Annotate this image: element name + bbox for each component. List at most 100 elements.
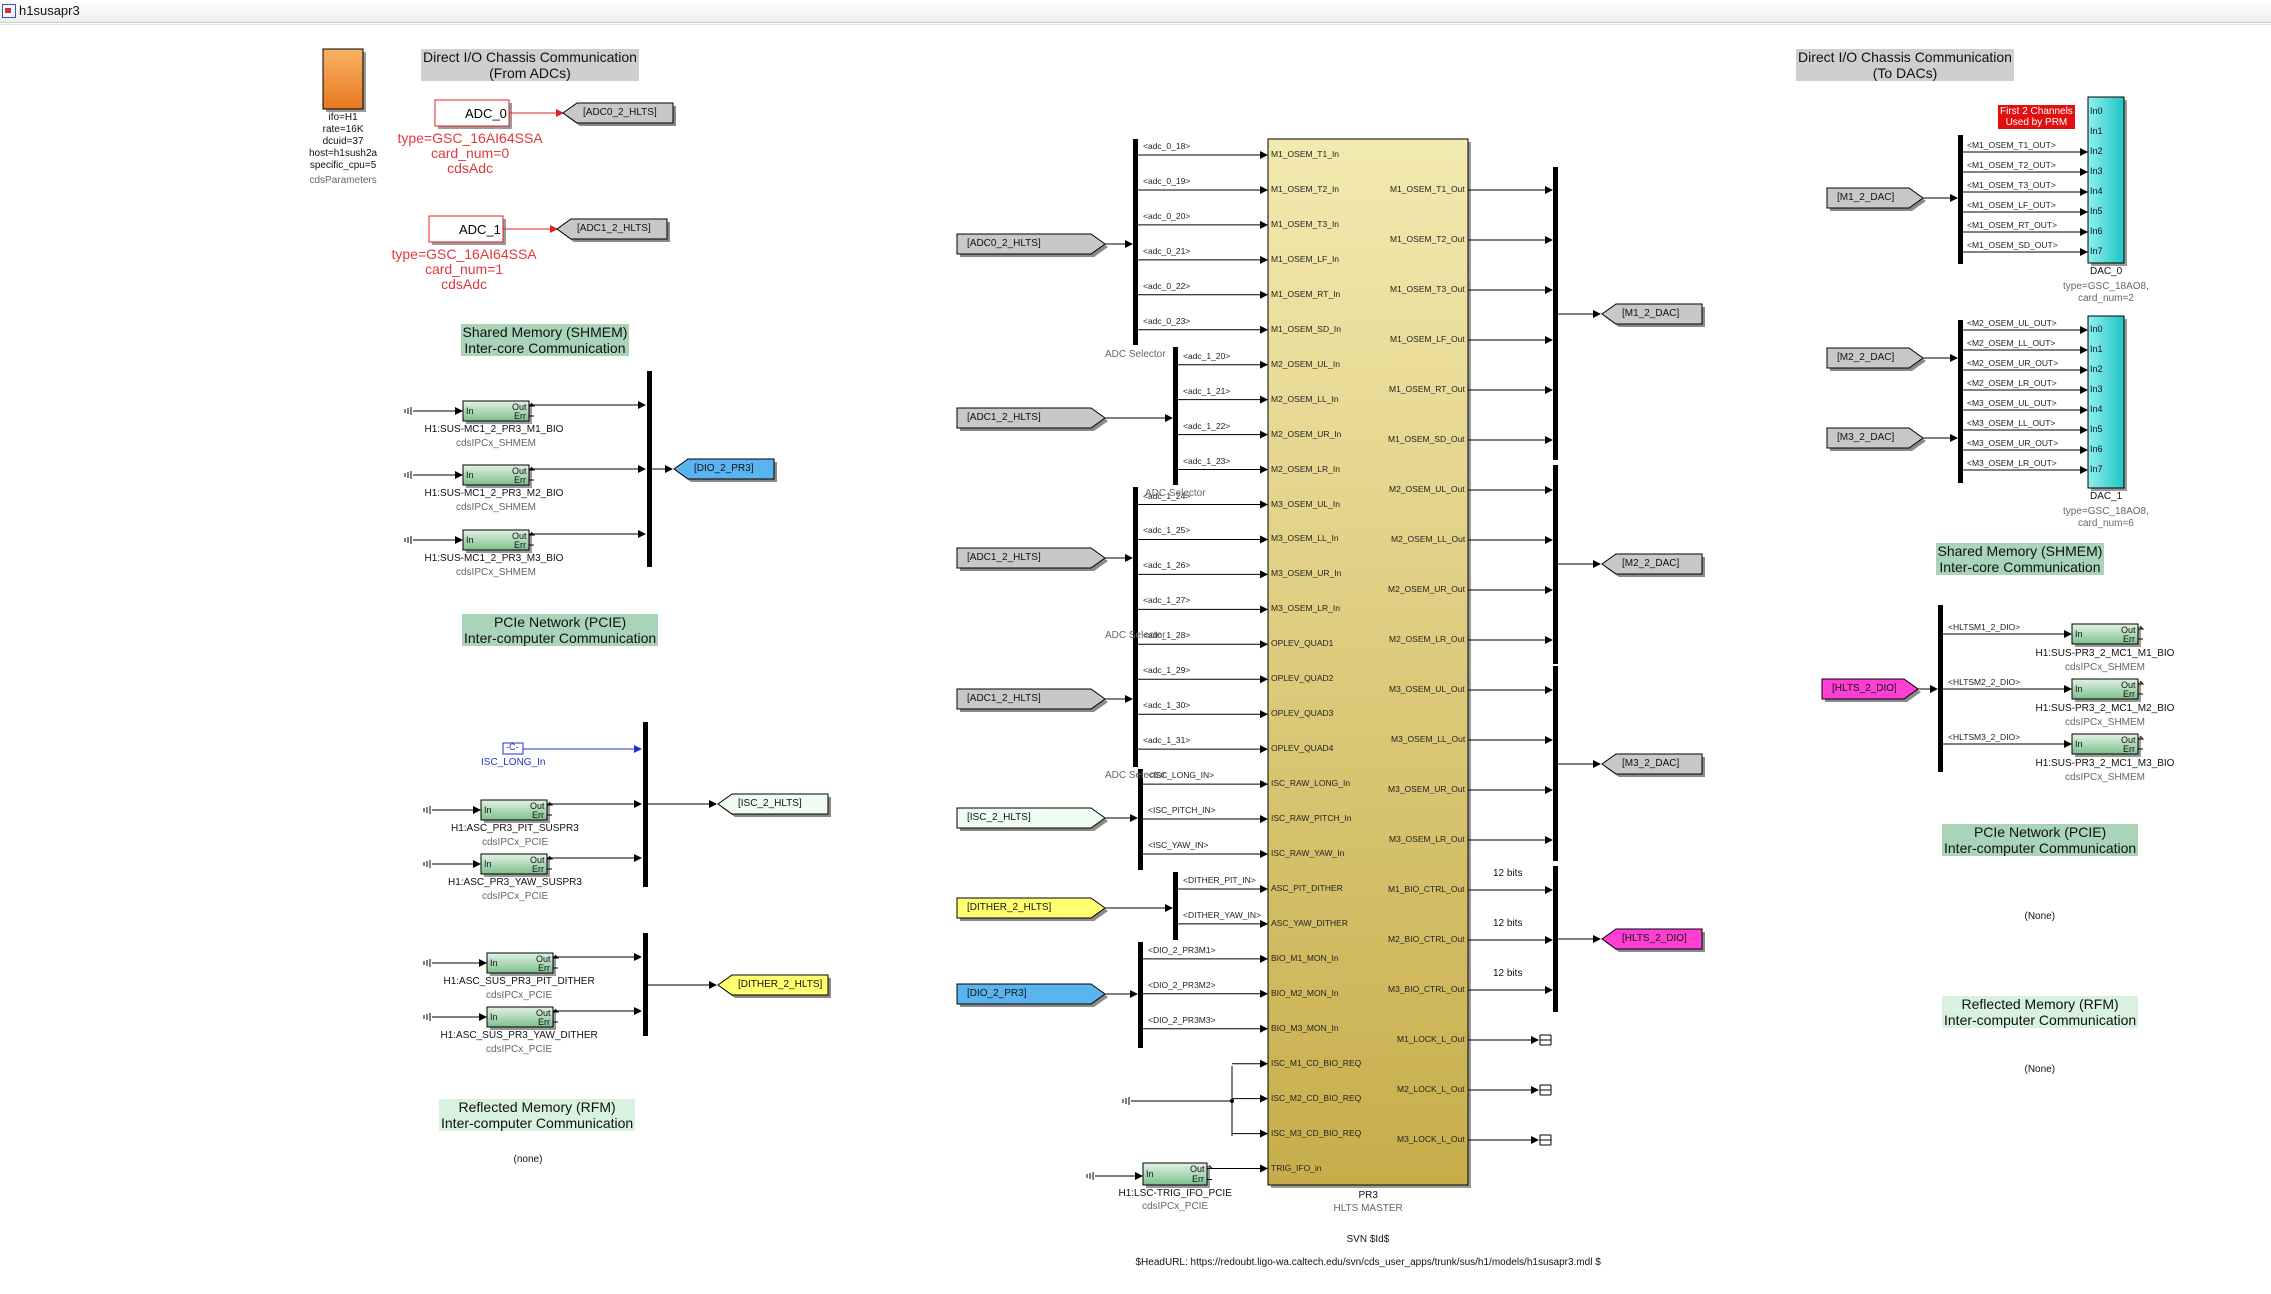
goto-tag-dither-2-hlts[interactable] bbox=[717, 974, 829, 996]
from-tag-center-1[interactable] bbox=[956, 407, 1106, 429]
master-output-16: M3_BIO_CTRL_Out bbox=[1388, 984, 1465, 994]
goto-tag-output-0[interactable] bbox=[1601, 303, 1703, 325]
from-tag-center-2[interactable] bbox=[956, 547, 1106, 569]
goto-tag-output-3-label: [HLTS_2_DIO] bbox=[1622, 933, 1687, 944]
master-output-11: M3_OSEM_LL_Out bbox=[1391, 734, 1466, 744]
pcie-block-left-0-err-port: Err bbox=[532, 810, 544, 820]
shmem-right-name-0-line: H1:SUS-PR3_2_MC1_M1_BIO bbox=[2035, 648, 2175, 659]
dac0-port-4: In4 bbox=[2090, 186, 2103, 196]
master-input-2: M1_OSEM_T3_In bbox=[1271, 218, 1340, 229]
master-input-23: BIO_M1_MON_In bbox=[1271, 952, 1339, 963]
adc-selector-caption-3: ADC Selector bbox=[1105, 770, 1166, 781]
goto-tag-adc-0[interactable] bbox=[562, 102, 674, 124]
master-input-11: M3_OSEM_LL_In bbox=[1271, 533, 1339, 544]
shmem-block-left-0-out-port: Out bbox=[512, 402, 527, 412]
bus-bar-selector-3 bbox=[1138, 769, 1143, 870]
dac0-signal-1: <M1_OSEM_T2_OUT> bbox=[1967, 160, 2056, 170]
dither-left-name-1-line: H1:ASC_SUS_PR3_YAW_DITHER bbox=[440, 1030, 598, 1041]
from-tag-hlts-2-dio[interactable] bbox=[1821, 678, 1919, 700]
dac0-port-2: In2 bbox=[2090, 146, 2103, 156]
pcie-block-left-0-in-port: In bbox=[484, 805, 492, 815]
bus-bar-selector-4 bbox=[1173, 872, 1178, 940]
selector-signal-7: <adc_1_21> bbox=[1183, 385, 1231, 396]
shmem-right-signal-0: <HLTSM1_2_DIO> bbox=[1948, 622, 2021, 632]
dac1-port-2: In2 bbox=[2090, 364, 2103, 374]
header-shmem-right: Shared Memory (SHMEM)Inter-core Communic… bbox=[1935, 543, 2105, 575]
constant-name: ISC_LONG_In bbox=[481, 757, 545, 769]
goto-tag-output-1[interactable] bbox=[1601, 553, 1703, 575]
shmem-right-type-2-line: cdsIPCx_SHMEM bbox=[2065, 772, 2146, 783]
dac1-port-7: In7 bbox=[2090, 464, 2103, 474]
goto-tag-output-2[interactable] bbox=[1601, 753, 1703, 775]
master-input-22: ASC_YAW_DITHER bbox=[1271, 917, 1348, 928]
shmem-block-right-1[interactable] bbox=[2071, 678, 2139, 700]
from-tag-m1-2-dac[interactable] bbox=[1826, 187, 1924, 209]
shmem-block-right-2[interactable] bbox=[2071, 733, 2139, 755]
from-tag-m3-2-dac-label: [M3_2_DAC] bbox=[1837, 432, 1895, 443]
pcie-block-left-1[interactable] bbox=[480, 853, 548, 875]
from-tag-m3-2-dac[interactable] bbox=[1826, 427, 1924, 449]
header-shmem-left-line: Shared Memory (SHMEM) bbox=[462, 324, 628, 340]
shmem-block-right-0[interactable] bbox=[2071, 623, 2139, 645]
shmem-left-name-2-line: H1:SUS-MC1_2_PR3_M3_BIO bbox=[424, 553, 564, 564]
from-tag-center-6[interactable] bbox=[956, 983, 1106, 1005]
from-tag-center-4[interactable] bbox=[956, 807, 1106, 829]
dac1-signal-7: <M3_OSEM_LR_OUT> bbox=[1967, 458, 2057, 468]
from-tag-center-2-label: [ADC1_2_HLTS] bbox=[967, 552, 1041, 563]
from-tag-center-3[interactable] bbox=[956, 688, 1106, 710]
master-input-28: ISC_M3_CD_BIO_REQ bbox=[1271, 1127, 1362, 1138]
master-output-3: M1_OSEM_LF_Out bbox=[1390, 334, 1465, 344]
dac-0-block[interactable] bbox=[2087, 96, 2125, 264]
pcie-right-note-line: (None) bbox=[2024, 911, 2056, 922]
master-input-17: OPLEV_QUAD4 bbox=[1271, 743, 1334, 754]
master-input-21: ASC_PIT_DITHER bbox=[1271, 882, 1343, 893]
terminator-icon bbox=[1539, 1034, 1552, 1046]
pcie-block-left-0[interactable] bbox=[480, 799, 548, 821]
dac1-signal-4: <M3_OSEM_UL_OUT> bbox=[1967, 398, 2057, 408]
trig-block-name-line: H1:LSC-TRIG_IFO_PCIE bbox=[1118, 1188, 1232, 1199]
shmem-block-left-2[interactable] bbox=[462, 529, 530, 551]
goto-tag-output-3[interactable] bbox=[1601, 928, 1703, 950]
cds-parameters-block[interactable] bbox=[322, 48, 364, 110]
trig-ifo-block-err-port: Err bbox=[1192, 1174, 1204, 1184]
bus-bar-pcie-left bbox=[643, 722, 648, 887]
dac-1-info-line: card_num=6 bbox=[2078, 518, 2134, 529]
master-output-0: M1_OSEM_T1_Out bbox=[1390, 184, 1465, 194]
shmem-block-right-0-in-port: In bbox=[2075, 629, 2083, 639]
goto-tag-adc-1[interactable] bbox=[556, 218, 668, 240]
ground-icon bbox=[404, 407, 412, 415]
bus-bar-dac0 bbox=[1958, 135, 1963, 264]
from-tag-m2-2-dac[interactable] bbox=[1826, 347, 1924, 369]
shmem-left-type-0: cdsIPCx_SHMEM bbox=[456, 438, 536, 450]
bus-bar-output-0 bbox=[1553, 167, 1558, 460]
header-shmem-left-line: Inter-core Communication bbox=[464, 340, 626, 356]
adc-block-1[interactable] bbox=[428, 215, 504, 243]
master-input-8: M2_OSEM_UR_In bbox=[1271, 428, 1342, 439]
shmem-block-left-1[interactable] bbox=[462, 464, 530, 486]
goto-tag-isc-2-hlts[interactable] bbox=[717, 793, 829, 815]
master-input-15: OPLEV_QUAD2 bbox=[1271, 673, 1334, 684]
pcie-left-type-0-line: cdsIPCx_PCIE bbox=[482, 837, 549, 848]
from-tag-center-5[interactable] bbox=[956, 897, 1106, 919]
dither-block-left-0-out-port: Out bbox=[536, 954, 551, 964]
ground-icon bbox=[1086, 1172, 1094, 1180]
goto-tag-dio-2-pr3[interactable] bbox=[673, 458, 775, 480]
from-tag-center-0[interactable] bbox=[956, 233, 1106, 255]
shmem-block-left-0[interactable] bbox=[462, 400, 530, 422]
shmem-right-name-2: H1:SUS-PR3_2_MC1_M3_BIO bbox=[2036, 758, 2175, 770]
hlts-master-block[interactable] bbox=[1267, 138, 1469, 1186]
selector-signal-14: <adc_1_28> bbox=[1143, 630, 1191, 641]
cds-parameters-caption-line: cdsParameters bbox=[309, 175, 377, 186]
dac-1-block[interactable] bbox=[2087, 315, 2125, 489]
dither-block-left-1[interactable] bbox=[486, 1006, 554, 1028]
from-tag-center-0-label: [ADC0_2_HLTS] bbox=[967, 238, 1041, 249]
shmem-left-type-0-line: cdsIPCx_SHMEM bbox=[456, 438, 537, 449]
trig-ifo-block[interactable] bbox=[1142, 1162, 1208, 1186]
dither-block-left-0[interactable] bbox=[486, 952, 554, 974]
master-output-12: M3_OSEM_UR_Out bbox=[1388, 784, 1465, 794]
ground-icon bbox=[404, 471, 412, 479]
dac-0-info: type=GSC_18AO8,card_num=2 bbox=[2063, 281, 2149, 305]
shmem-block-right-2-err-port: Err bbox=[2123, 744, 2135, 754]
header-dio-from-adcs-line: Direct I/O Chassis Communication bbox=[423, 49, 637, 65]
port-stub bbox=[553, 954, 560, 969]
